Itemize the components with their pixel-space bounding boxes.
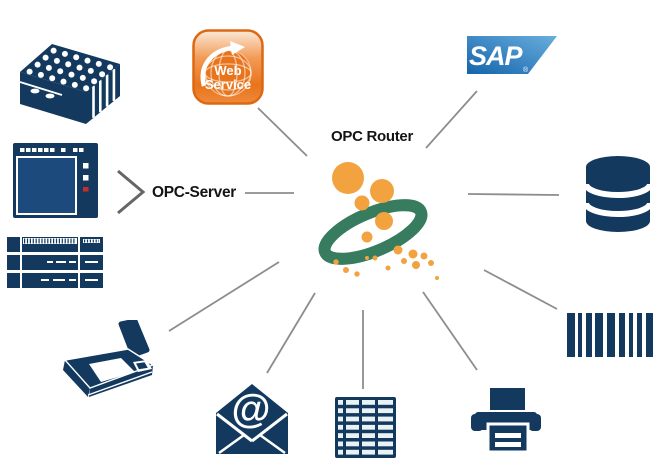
printer-icon xyxy=(471,386,541,454)
sap-registered-mark: ® xyxy=(523,66,529,74)
web-service-text-line2: Service xyxy=(205,77,251,92)
server-rack-icon xyxy=(7,237,103,290)
measuring-device-icon xyxy=(55,320,161,398)
terminal-block-icon xyxy=(20,42,120,126)
plc-controller-icon xyxy=(13,143,98,218)
connector-measuring-device xyxy=(168,261,280,332)
opc-router-label: OPC Router xyxy=(331,128,414,145)
opc-router-logo xyxy=(315,158,447,288)
connector-database xyxy=(467,193,560,196)
email-icon: @ xyxy=(216,383,288,455)
web-service-icon: Web Service xyxy=(192,29,264,105)
chevron-right-icon xyxy=(117,169,146,215)
connector-web-service xyxy=(257,107,308,157)
spreadsheet-icon xyxy=(335,397,396,458)
connector-sap xyxy=(425,90,478,149)
connector-barcode xyxy=(483,269,558,310)
connector-printer xyxy=(422,291,478,371)
web-service-text-line1: Web xyxy=(214,63,241,78)
sap-logo: SAP ® xyxy=(467,36,557,74)
opc-server-label: OPC-Server xyxy=(152,184,237,201)
orange-dots xyxy=(332,162,439,280)
led-red xyxy=(83,187,89,192)
at-symbol: @ xyxy=(231,387,270,431)
sap-text: SAP xyxy=(469,41,524,71)
database-icon xyxy=(583,155,653,233)
connector-email xyxy=(266,292,316,374)
barcode-icon xyxy=(567,313,653,357)
